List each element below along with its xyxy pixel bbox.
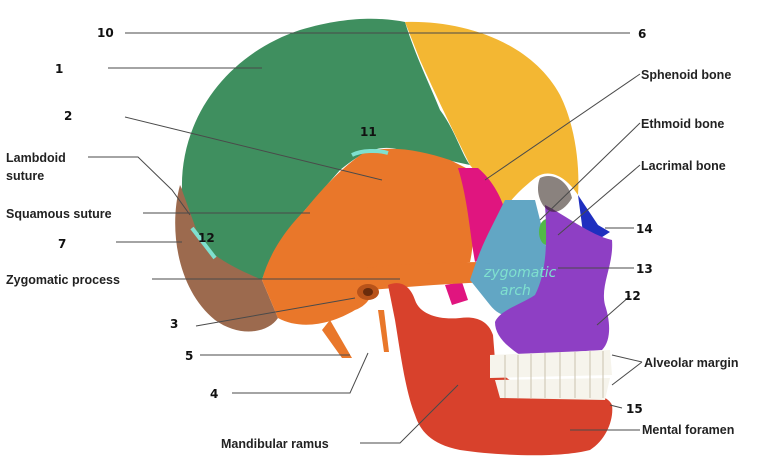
zygomatic-bone — [470, 200, 547, 317]
label-alveolar-margin: Alveolar margin — [644, 356, 738, 370]
mastoid-process — [322, 320, 352, 358]
number-7: 7 — [58, 237, 66, 251]
teal-mark-11 — [351, 148, 389, 157]
teeth — [490, 350, 612, 400]
number-2: 2 — [64, 109, 72, 123]
zygomatic-process-bar — [340, 262, 490, 292]
number-11: 11 — [360, 125, 377, 139]
label-zygomatic-process: Zygomatic process — [6, 273, 120, 287]
mandible — [388, 283, 613, 456]
number-5: 5 — [185, 349, 193, 363]
number-6: 6 — [638, 27, 646, 41]
number-3: 3 — [170, 317, 178, 331]
number-12-left: 12 — [198, 231, 215, 245]
number-4: 4 — [210, 387, 218, 401]
label-lambdoid-2: suture — [6, 169, 44, 183]
number-10: 10 — [97, 26, 114, 40]
teal-mark-12 — [190, 226, 217, 260]
number-12-right: 12 — [624, 289, 641, 303]
label-lambdoid-1: Lambdoid — [6, 151, 66, 165]
maxilla — [495, 205, 613, 355]
parietal-bone — [181, 18, 470, 281]
temporal-bone — [262, 148, 474, 325]
handwriting-arch: arch — [500, 283, 531, 299]
sphenoid-lower — [445, 282, 468, 305]
number-15: 15 — [626, 402, 643, 416]
styloid-process — [378, 310, 389, 352]
leader-lines — [88, 32, 643, 444]
label-sphenoid-bone: Sphenoid bone — [641, 68, 731, 82]
number-14: 14 — [636, 222, 653, 236]
frontal-bone — [405, 21, 579, 210]
label-lacrimal-bone: Lacrimal bone — [641, 159, 726, 173]
orbit — [537, 176, 572, 212]
label-ethmoid-bone: Ethmoid bone — [641, 117, 724, 131]
number-13: 13 — [636, 262, 653, 276]
label-mandibular-ramus: Mandibular ramus — [221, 437, 329, 451]
label-mental-foramen: Mental foramen — [642, 423, 734, 437]
label-squamous-suture: Squamous suture — [6, 207, 112, 221]
number-1: 1 — [55, 62, 63, 76]
handwriting-zygomatic: zygomatic — [483, 265, 557, 281]
